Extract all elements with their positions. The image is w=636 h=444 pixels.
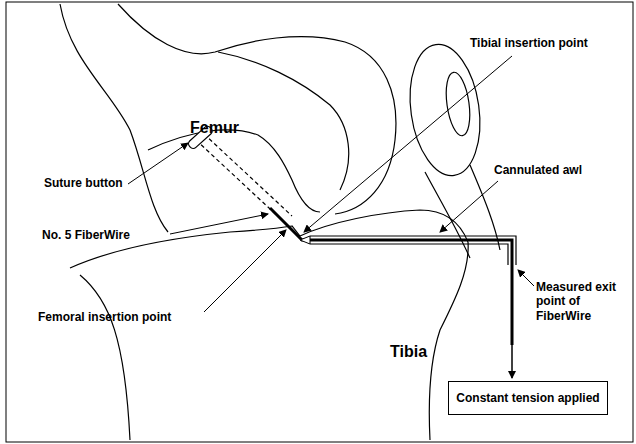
- femur-outline: [118, 4, 396, 214]
- bone-name: Femur: [190, 118, 239, 137]
- leader-line: [170, 214, 268, 234]
- part-label: Suture button: [44, 176, 123, 190]
- tension-arrow: [511, 345, 513, 378]
- patellar-tendon: [470, 165, 500, 250]
- tension-box: Constant tension applied: [448, 381, 608, 415]
- part-label: Femoral insertion point: [38, 310, 171, 324]
- leader-line: [304, 56, 512, 232]
- cannulated-awl: [310, 236, 516, 265]
- femur-shaft: [60, 4, 168, 232]
- leader-line: [518, 270, 534, 286]
- frame: [6, 2, 633, 442]
- femoral-tunnel: [204, 134, 292, 216]
- bone-name: Tibia: [390, 342, 427, 361]
- leader-line: [128, 143, 188, 184]
- patellar-tendon: [425, 172, 470, 258]
- leader-line: [440, 181, 498, 232]
- part-label: Tibial insertion point: [470, 36, 588, 50]
- patella: [402, 40, 488, 180]
- notch-line: [148, 130, 320, 212]
- patella-inner: [443, 71, 474, 137]
- tibia-shaft: [80, 275, 130, 440]
- leader-line: [204, 230, 286, 312]
- part-label: Cannulated awl: [494, 163, 582, 177]
- part-label: No. 5 FiberWire: [42, 228, 130, 242]
- part-label: Measured exit point of FiberWire: [536, 280, 630, 323]
- box-text: Constant tension applied: [456, 391, 599, 405]
- awl-tip: [300, 236, 310, 244]
- fiberwire: [270, 208, 512, 345]
